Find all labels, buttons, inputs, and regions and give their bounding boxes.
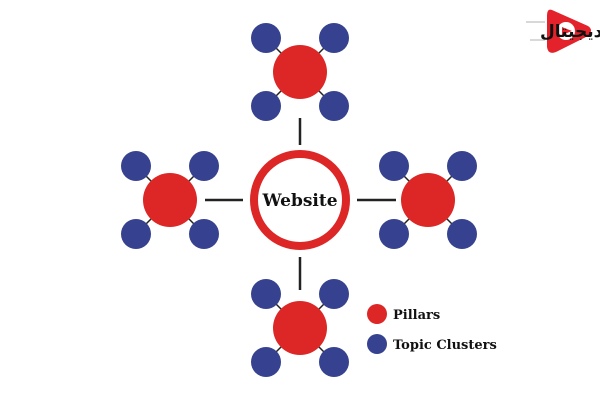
topic-cluster-node [121, 219, 151, 249]
topic-cluster-node [251, 347, 281, 377]
logo-text: گنج دیجیتال [540, 21, 600, 42]
pillar-node [273, 301, 327, 355]
topic-cluster-node [319, 91, 349, 121]
pillar-node [143, 173, 197, 227]
legend-pillar-swatch [367, 304, 387, 324]
topic-cluster-node [319, 279, 349, 309]
topic-cluster-node [189, 219, 219, 249]
pillar-node [401, 173, 455, 227]
topic-cluster-node [379, 151, 409, 181]
legend: Pillars Topic Clusters [367, 304, 497, 354]
pillar-node [273, 45, 327, 99]
topic-cluster-node [121, 151, 151, 181]
website-label: Website [261, 191, 337, 211]
pillar-group-left [121, 151, 219, 249]
topic-cluster-node [319, 347, 349, 377]
pillar-group-bottom [251, 279, 349, 377]
topic-cluster-node [447, 151, 477, 181]
pillar-group-top [251, 23, 349, 121]
legend-topic-clusters-label: Topic Clusters [393, 338, 497, 353]
topic-cluster-node [379, 219, 409, 249]
website-node: Website [250, 150, 350, 250]
legend-cluster-swatch [367, 334, 387, 354]
logo: گنج دیجیتال [526, 9, 600, 53]
topic-cluster-node [447, 219, 477, 249]
legend-pillars-label: Pillars [393, 308, 440, 323]
pillar-group-right [379, 151, 477, 249]
topic-cluster-node [251, 279, 281, 309]
topic-cluster-node [189, 151, 219, 181]
topic-cluster-node [251, 91, 281, 121]
topic-cluster-node [251, 23, 281, 53]
topic-cluster-node [319, 23, 349, 53]
play-logo-icon [526, 9, 591, 53]
